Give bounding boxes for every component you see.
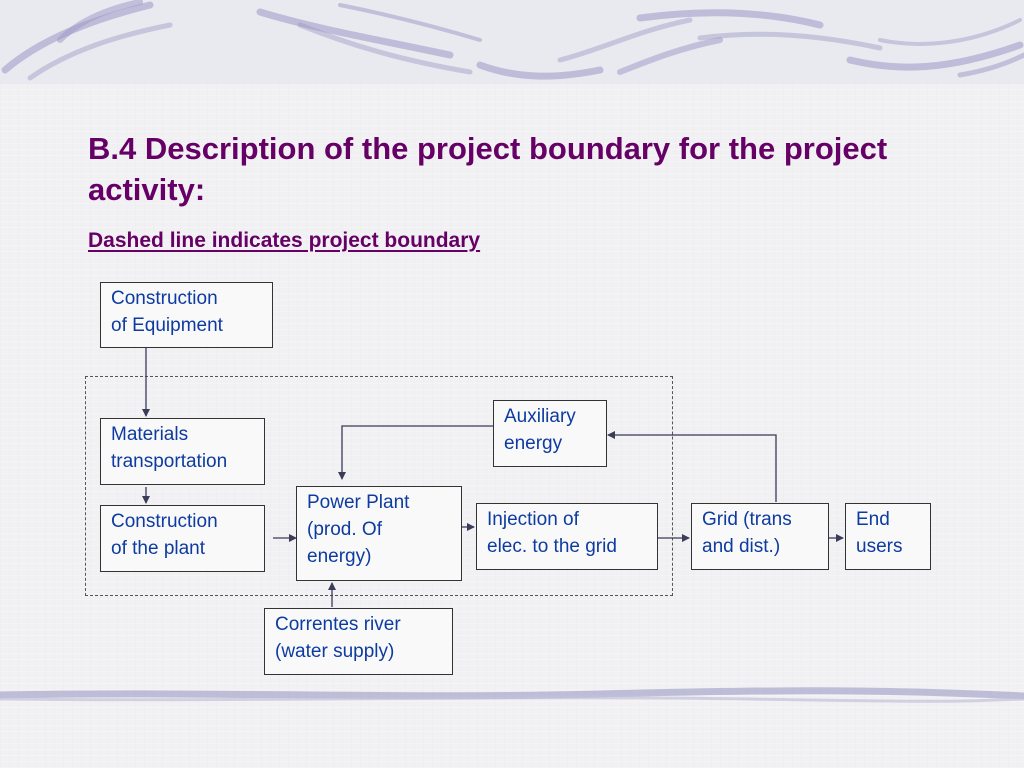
- node-materials-transportation: Materials transportation: [100, 418, 265, 485]
- decorative-swirl-pattern: [1, 0, 1024, 81]
- decorative-footer-band: [0, 686, 1024, 706]
- node-correntes-river: Correntes river (water supply): [264, 608, 453, 675]
- decorative-header-band: [0, 0, 1024, 84]
- node-auxiliary-energy: Auxiliary energy: [493, 400, 607, 467]
- node-injection-to-grid: Injection of elec. to the grid: [476, 503, 658, 570]
- node-grid-trans-dist: Grid (trans and dist.): [691, 503, 829, 570]
- slide-title: B.4 Description of the project boundary …: [88, 131, 888, 207]
- node-end-users: End users: [845, 503, 931, 570]
- slide-subtitle: Dashed line indicates project boundary: [88, 229, 481, 252]
- node-power-plant: Power Plant (prod. Of energy): [296, 486, 462, 581]
- node-construction-of-equipment: Construction of Equipment: [100, 282, 273, 348]
- node-construction-of-the-plant: Construction of the plant: [100, 505, 265, 572]
- decorative-wave-line: [0, 687, 1024, 703]
